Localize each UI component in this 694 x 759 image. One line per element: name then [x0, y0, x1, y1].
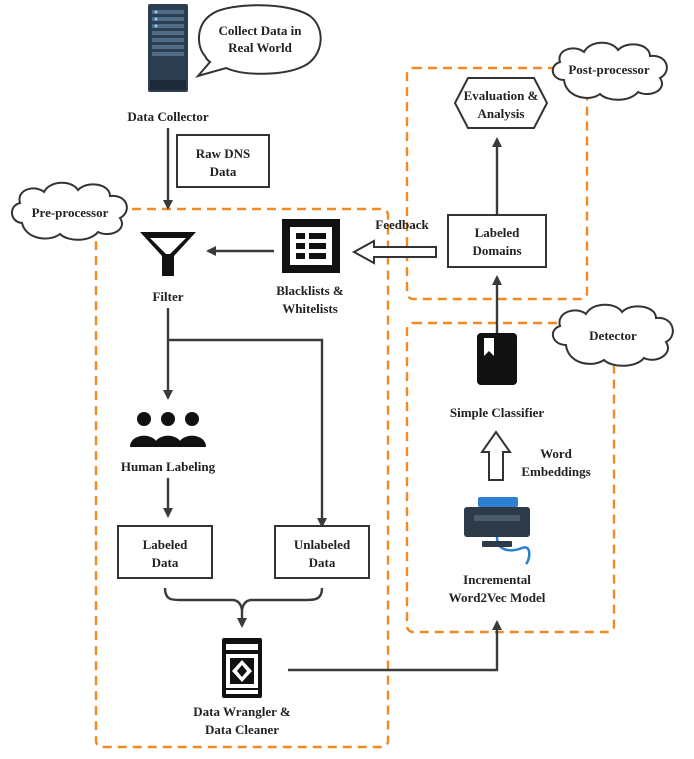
raw-dns-line2: Data: [210, 164, 237, 179]
data-collector-label: Data Collector: [127, 109, 208, 124]
labeled-data-line1: Labeled: [143, 537, 189, 552]
filter-label: Filter: [152, 289, 183, 304]
postprocessor-cloud: Post-processor: [551, 41, 668, 101]
classifier-label: Simple Classifier: [450, 405, 544, 420]
embeddings-line2: Embeddings: [521, 464, 590, 479]
arrow-wrangler-to-word2vec: [288, 620, 502, 672]
unlabeled-data-line1: Unlabeled: [294, 537, 351, 552]
feedback-arrow: [351, 239, 437, 265]
wrangler-line1: Data Wrangler &: [193, 704, 291, 719]
detector-cloud: Detector: [551, 303, 674, 367]
unlabeled-data-box: [274, 525, 370, 579]
list-icon: [282, 219, 340, 273]
filter-icon: [140, 232, 196, 276]
speech-line2: Real World: [228, 40, 292, 55]
postprocessor-title: Post-processor: [568, 62, 650, 77]
feedback-label: Feedback: [375, 217, 429, 232]
speech-bubble: Collect Data in Real World: [195, 4, 322, 78]
embeddings-arrow: [480, 430, 512, 481]
server-icon: [148, 4, 188, 92]
labeled-data-line2: Data: [152, 555, 179, 570]
word2vec-line2: Word2Vec Model: [449, 590, 546, 605]
evaluation-hexagon: [453, 77, 549, 129]
merge-bracket: [163, 587, 324, 611]
labeled-domains-line1: Labeled: [475, 225, 521, 240]
model-icon: [464, 497, 531, 565]
evaluation-line2: Analysis: [478, 106, 525, 121]
evaluation-line1: Evaluation &: [464, 88, 539, 103]
wrangler-line2: Data Cleaner: [205, 722, 279, 737]
embeddings-line1: Word: [540, 446, 573, 461]
preprocessor-title: Pre-processor: [32, 205, 109, 220]
speech-line1: Collect Data in: [218, 23, 302, 38]
wrangler-icon: [222, 638, 262, 698]
raw-dns-line1: Raw DNS: [196, 146, 251, 161]
raw-dns-box: [176, 134, 270, 188]
lists-line1: Blacklists &: [276, 283, 344, 298]
detector-region: [405, 321, 616, 634]
labeled-domains-line2: Domains: [472, 243, 521, 258]
preprocessor-region: [94, 207, 390, 749]
detector-title: Detector: [589, 328, 637, 343]
labeled-data-box: [117, 525, 213, 579]
unlabeled-data-line2: Data: [309, 555, 336, 570]
postprocessor-region: [405, 66, 589, 301]
book-icon: [477, 333, 517, 385]
labeled-domains-box: [447, 214, 547, 268]
human-labeling-label: Human Labeling: [121, 459, 216, 474]
preprocessor-cloud: Pre-processor: [11, 181, 128, 241]
arrow-filter-to-unlabeled: [166, 308, 327, 528]
people-icon: [130, 412, 206, 447]
word2vec-line1: Incremental: [463, 572, 531, 587]
lists-line2: Whitelists: [282, 301, 338, 316]
